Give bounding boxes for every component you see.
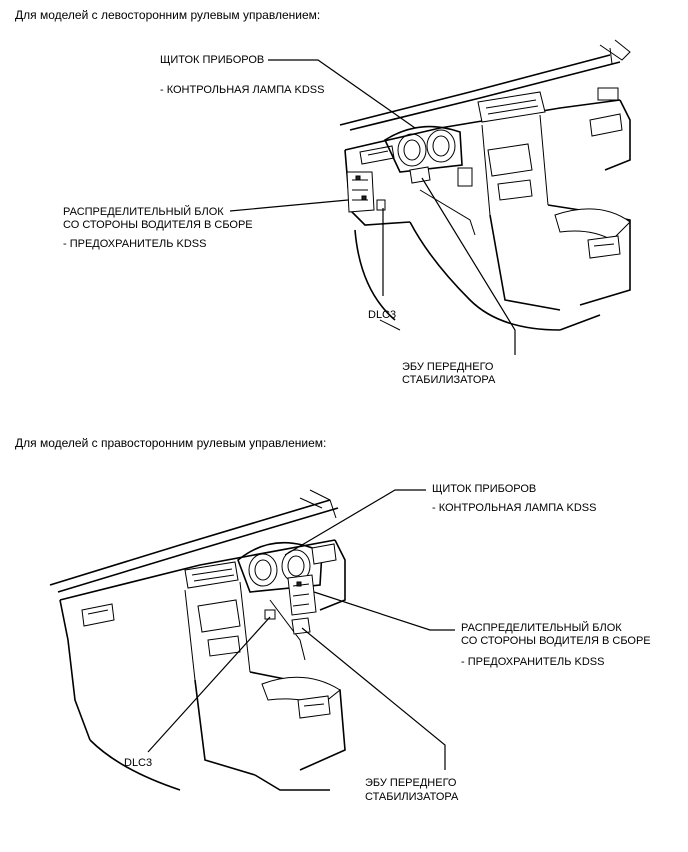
lhd-kdss-lamp-label: - КОНТРОЛЬНАЯ ЛАМПА KDSS bbox=[160, 84, 325, 96]
lhd-ecu-label-1: ЭБУ ПЕРЕДНЕГО bbox=[402, 361, 494, 373]
rhd-ecu-label-1: ЭБУ ПЕРЕДНЕГО bbox=[365, 777, 457, 789]
lhd-instrument-panel-label: ЩИТОК ПРИБОРОВ bbox=[160, 54, 265, 66]
rhd-ecu-label-2: СТАБИЛИЗАТОРА bbox=[365, 791, 459, 803]
rhd-junction-block-label-1: РАСПРЕДЕЛИТЕЛЬНЫЙ БЛОК bbox=[461, 622, 622, 634]
rhd-junction-block-label-2: СО СТОРОНЫ ВОДИТЕЛЯ В СБОРЕ bbox=[461, 635, 651, 647]
lhd-heading: Для моделей с левосторонним рулевым упра… bbox=[15, 8, 321, 22]
lhd-junction-block-label-1: РАСПРЕДЕЛИТЕЛЬНЫЙ БЛОК bbox=[63, 206, 224, 218]
rhd-instrument-panel-label: ЩИТОК ПРИБОРОВ bbox=[432, 483, 537, 495]
rhd-kdss-lamp-label: - КОНТРОЛЬНАЯ ЛАМПА KDSS bbox=[432, 502, 597, 514]
rhd-dlc3-label: DLC3 bbox=[124, 757, 153, 769]
lhd-dlc3-label: DLC3 bbox=[368, 309, 397, 321]
rhd-kdss-fuse-label: - ПРЕДОХРАНИТЕЛЬ KDSS bbox=[461, 656, 605, 668]
lhd-kdss-fuse-label: - ПРЕДОХРАНИТЕЛЬ KDSS bbox=[63, 238, 207, 250]
rhd-heading: Для моделей с правосторонним рулевым упр… bbox=[15, 436, 327, 450]
lhd-junction-block-label-2: СО СТОРОНЫ ВОДИТЕЛЯ В СБОРЕ bbox=[63, 219, 253, 231]
lhd-ecu-label-2: СТАБИЛИЗАТОРА bbox=[402, 374, 496, 386]
lhd-dashboard-illustration bbox=[229, 39, 631, 355]
